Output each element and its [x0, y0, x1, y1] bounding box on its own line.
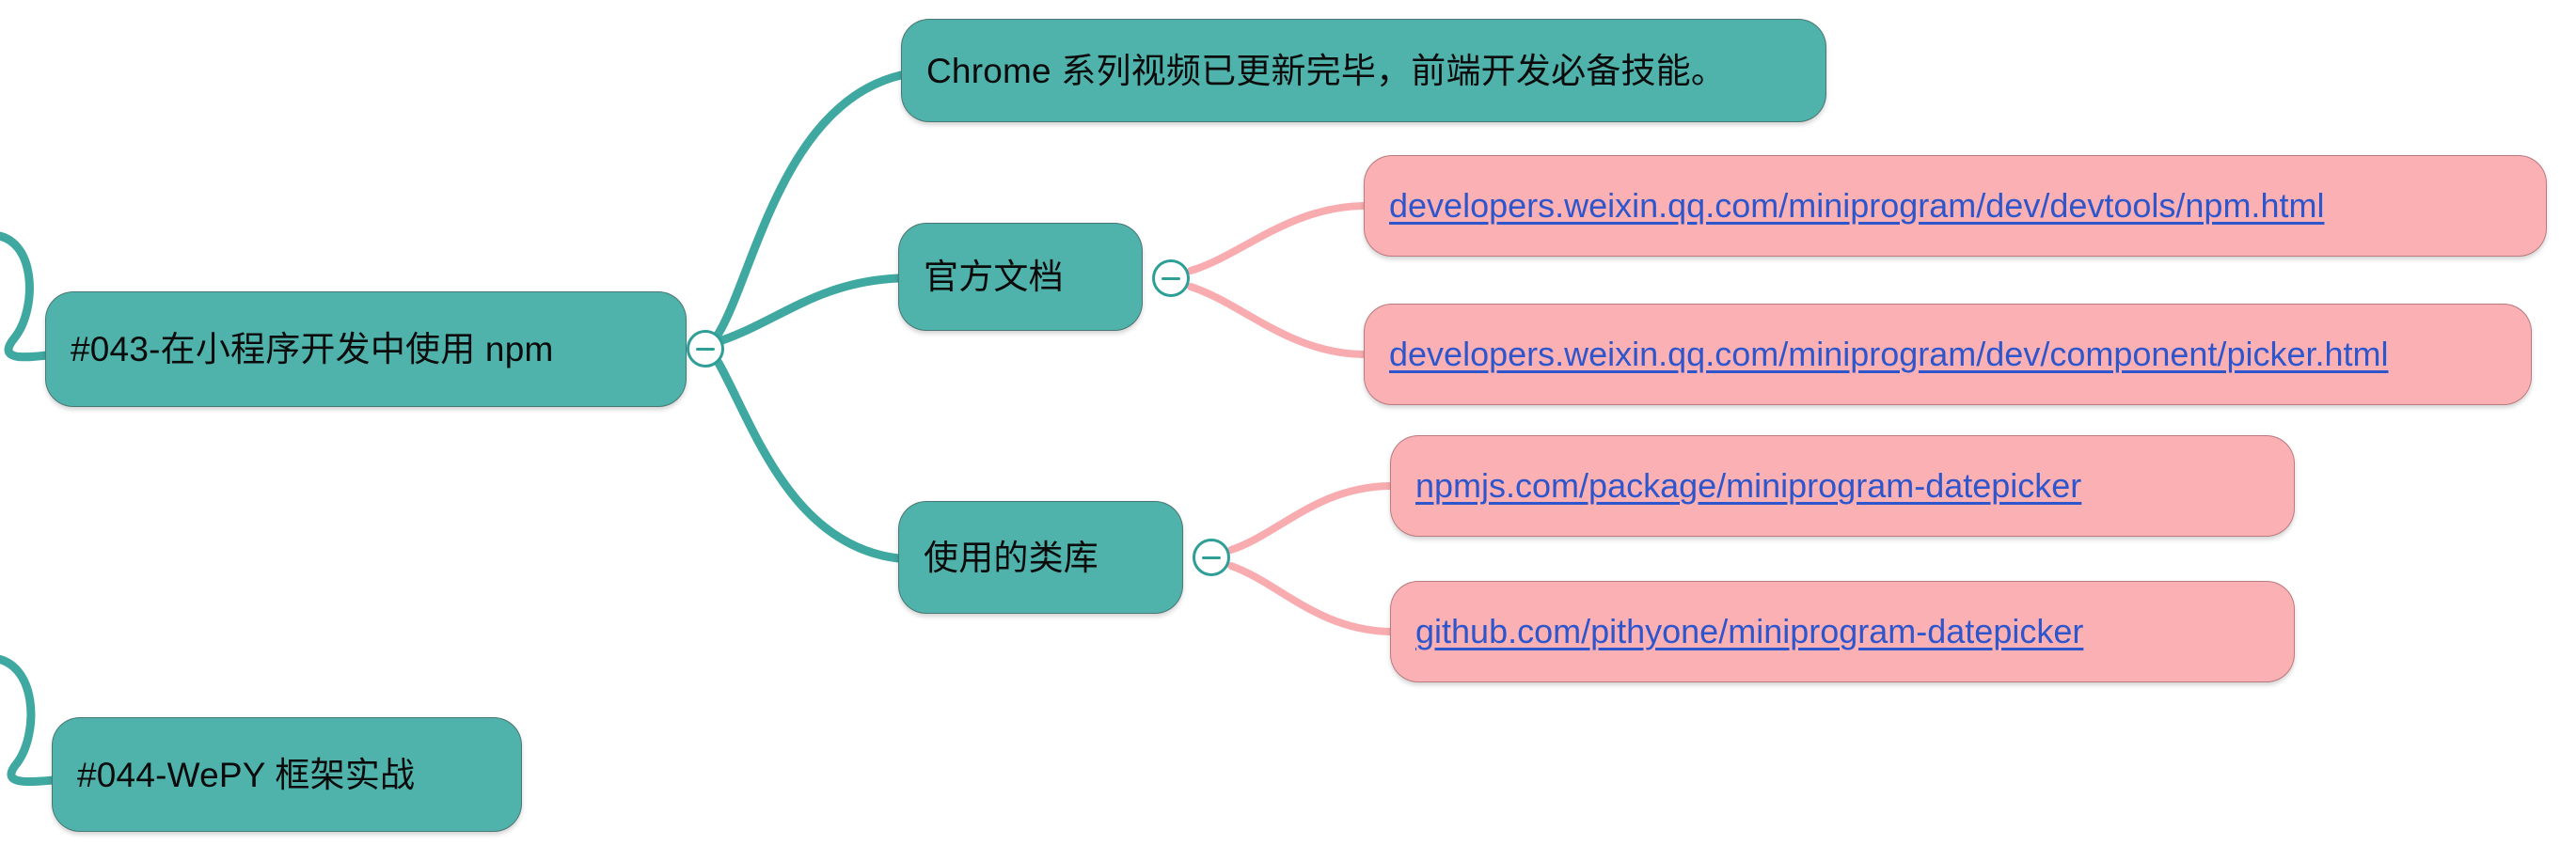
node-sibling-topic[interactable]: #044-WePY 框架实战	[52, 717, 522, 832]
edge-official-docs-to-link-2	[1187, 283, 1367, 358]
node-lib-link-2[interactable]: github.com/pithyone/miniprogram-datepick…	[1390, 581, 2295, 682]
edge-offscreen-to-sibling	[0, 655, 58, 787]
collapse-toggle-libraries-icon[interactable]	[1193, 539, 1230, 576]
minus-icon	[696, 347, 715, 351]
node-official-docs-topic[interactable]: 官方文档	[898, 223, 1143, 331]
node-doc-link-2-label[interactable]: developers.weixin.qq.com/miniprogram/dev…	[1389, 335, 2389, 373]
node-official-docs-label: 官方文档	[924, 258, 1064, 296]
minus-icon	[1162, 276, 1180, 280]
edge-root-to-note	[712, 70, 906, 341]
node-doc-link-1-label[interactable]: developers.weixin.qq.com/miniprogram/dev…	[1389, 186, 2325, 225]
node-root-topic[interactable]: #043-在小程序开发中使用 npm	[45, 291, 687, 407]
minus-icon	[1202, 556, 1221, 559]
edge-official-docs-to-link-1	[1187, 202, 1367, 274]
collapse-toggle-official-docs-icon[interactable]	[1152, 259, 1190, 297]
node-libraries-topic[interactable]: 使用的类库	[898, 501, 1183, 614]
edge-libraries-to-link-2	[1227, 562, 1394, 635]
edge-libraries-to-link-1	[1227, 482, 1394, 554]
node-lib-link-1[interactable]: npmjs.com/package/miniprogram-datepicker	[1390, 435, 2295, 537]
node-note-topic[interactable]: Chrome 系列视频已更新完毕，前端开发必备技能。	[901, 19, 1826, 122]
node-libraries-label: 使用的类库	[924, 538, 1098, 577]
node-lib-link-1-label[interactable]: npmjs.com/package/miniprogram-datepicker	[1415, 466, 2082, 505]
edge-offscreen-to-root	[0, 231, 52, 362]
node-note-label: Chrome 系列视频已更新完毕，前端开发必备技能。	[926, 51, 1727, 90]
node-doc-link-1[interactable]: developers.weixin.qq.com/miniprogram/dev…	[1364, 155, 2547, 257]
node-root-label: #043-在小程序开发中使用 npm	[71, 330, 554, 368]
edge-root-to-official-docs	[718, 274, 903, 345]
edge-root-to-libraries	[714, 358, 903, 563]
node-doc-link-2[interactable]: developers.weixin.qq.com/miniprogram/dev…	[1364, 304, 2532, 405]
collapse-toggle-root-icon[interactable]	[687, 330, 724, 368]
node-lib-link-2-label[interactable]: github.com/pithyone/miniprogram-datepick…	[1415, 612, 2084, 650]
node-sibling-label: #044-WePY 框架实战	[77, 755, 416, 794]
